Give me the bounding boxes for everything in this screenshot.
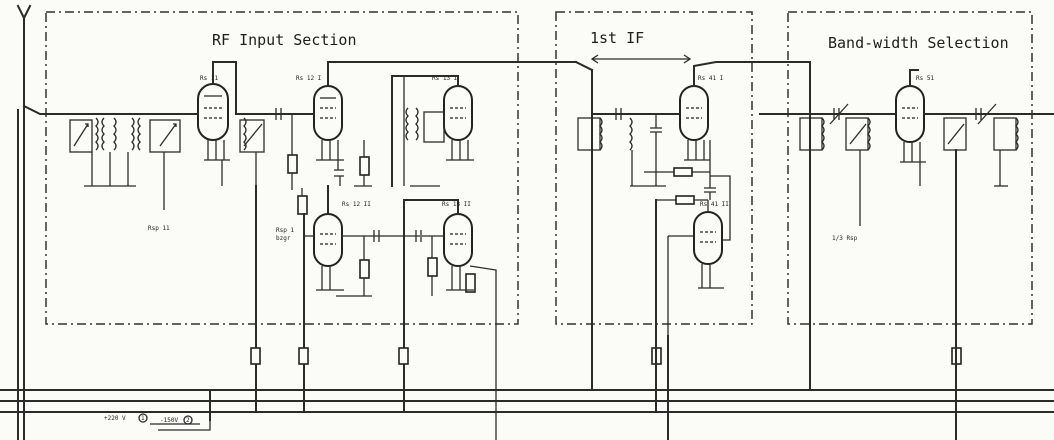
supply-leads: [150, 420, 211, 431]
rsp11-label: Rsp 11: [148, 225, 170, 232]
supply-neg-number: 2: [186, 417, 190, 424]
antenna-input: [16, 4, 73, 440]
input-filter-stages: [69, 113, 197, 210]
supply-neg-label: -150V: [160, 417, 178, 424]
supply-220v-terminal: [138, 413, 148, 423]
rsp1-label: Rsp 1: [276, 227, 294, 234]
first-if-section-box: [555, 11, 753, 325]
bandwidth-section-box: [787, 11, 1033, 325]
rs51-tube: [895, 69, 1054, 186]
bandwidth-stage: [759, 103, 909, 226]
rs13b-tube: [403, 199, 497, 440]
bzgr-label: bzgr: [276, 235, 291, 242]
rs13b-label: Rs 13 II: [442, 201, 471, 208]
rs12b-label: Rs 12 II: [342, 201, 371, 208]
supply-220v-number: 1: [141, 415, 145, 422]
first-if-width-arrow: [590, 54, 692, 64]
rf-input-section-box: [45, 11, 519, 325]
bus-decoupling-resistors: [250, 149, 962, 440]
rs13-label: Rs 13 I: [432, 75, 458, 82]
rs11-plate-tank: [239, 108, 301, 411]
rs41-tube: [644, 61, 811, 391]
rf-input-section-title: RF Input Section: [212, 31, 357, 49]
ground-marks: [204, 159, 1008, 291]
rs41b-tube: [656, 175, 731, 336]
rs41b-label: Rs 41 II: [700, 201, 729, 208]
supply-220v-label: +220 V: [104, 415, 126, 422]
first-if-section-title: 1st IF: [590, 29, 644, 47]
rs12-tube: [287, 61, 577, 215]
rs41-label: Rs 41 I: [698, 75, 724, 82]
power-bus-lines: [0, 389, 1054, 421]
rs11-label: Rs 11: [200, 75, 218, 82]
rs51-label: Rs 51: [916, 75, 934, 82]
first-if-stage: [574, 60, 681, 391]
rs12b-tube: [303, 185, 422, 411]
rs12-label: Rs 12 I: [296, 75, 322, 82]
rs13-tube: [391, 75, 473, 187]
rsp13-label: 1/3 Rsp: [832, 235, 858, 242]
bandwidth-section-title: Band-width Selection: [828, 34, 1009, 52]
rs11-tube: [195, 61, 245, 186]
